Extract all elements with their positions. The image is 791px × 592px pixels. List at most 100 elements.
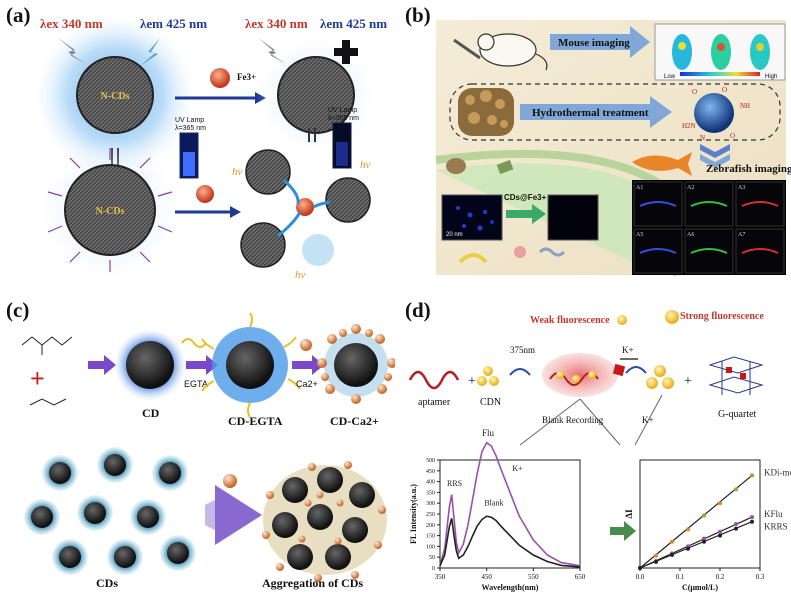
- vial-fluorescence-dim: [336, 142, 348, 166]
- data-point: [750, 473, 754, 478]
- egta-arrow: [186, 355, 218, 375]
- data-point: [702, 536, 706, 541]
- egta-chain: [181, 338, 207, 348]
- cell-image-after: [547, 194, 599, 241]
- y-tick-label: 400: [426, 480, 435, 486]
- linear-plot-frame: [639, 459, 761, 569]
- syringe-icon: [453, 38, 481, 60]
- n-cd-particle: [64, 164, 156, 256]
- data-point: [686, 527, 690, 532]
- data-point: [654, 559, 658, 564]
- g-quartet-ions: [726, 367, 746, 379]
- plus-sign: +: [684, 374, 692, 389]
- cell-fluorescence-dots: [456, 206, 494, 231]
- n-cd-particle: [76, 56, 154, 134]
- hv-label: hν: [295, 269, 306, 281]
- x-tick-label: 0.1: [676, 573, 685, 581]
- data-point: [718, 501, 722, 506]
- cd-n-dots: [477, 366, 499, 386]
- y-tick-label: 0: [432, 566, 435, 572]
- zebrafish-icon: [632, 152, 692, 176]
- cd-particle: [334, 343, 378, 387]
- vial-fluorescence: [183, 152, 195, 176]
- data-point: [638, 566, 642, 570]
- mouse-heat-silhouettes: [672, 34, 770, 70]
- heat-scale-low: Low: [664, 74, 676, 80]
- y-axis-label: FL Intensity(a.u.): [409, 484, 418, 544]
- arrow-icon: [509, 368, 531, 376]
- uv-lamp-wl: λ=365 nm: [175, 125, 206, 132]
- svg-text:N: N: [700, 134, 705, 142]
- cd-label: CD: [142, 406, 160, 420]
- y-tick-label: 150: [426, 534, 435, 540]
- complex-blob: [542, 353, 618, 397]
- quenched-aggregate: [240, 149, 371, 268]
- ca-label: Ca2+: [296, 379, 318, 389]
- scale-bar-label: 20 nm: [446, 232, 463, 238]
- ca-arrow: [292, 355, 324, 375]
- panel-a: N-CDs λex 340 nm λem 425 nm Fe3+ λex 340…: [35, 15, 387, 281]
- data-point: [718, 533, 722, 538]
- raw-material-chunks: [465, 90, 508, 128]
- fit-line: [639, 521, 753, 569]
- aggregate-ca-ions: [262, 461, 386, 582]
- data-point: [686, 546, 690, 551]
- data-point: [670, 539, 674, 544]
- svg-text:NH: NH: [740, 102, 750, 110]
- excitation-label-left: λex 340 nm: [40, 16, 103, 31]
- panel-b-label: (b): [405, 3, 431, 27]
- zebrafish-tiles: [633, 181, 785, 274]
- k-ion-cube: [612, 363, 626, 377]
- emission-label-right: λem 425 nm: [320, 16, 387, 31]
- data-point: [750, 519, 754, 524]
- cell-image-before: [441, 194, 503, 241]
- fit-line: [639, 474, 753, 569]
- aptamer-label: aptamer: [418, 397, 451, 408]
- y-tick-label: 200: [426, 523, 435, 529]
- strong-fluorescence-dot: [665, 310, 679, 324]
- reaction-arrow: [88, 355, 116, 375]
- y-tick-label: 50: [429, 555, 435, 561]
- cd-particle: [226, 341, 274, 389]
- arrow-head: [230, 206, 241, 218]
- data-point: [734, 522, 738, 527]
- zebrafish-imaging-label: Zebrafish imaging: [706, 163, 791, 175]
- panel-c-label: (c): [6, 298, 30, 322]
- heat-scale-bar: [680, 72, 760, 76]
- x-axis-label: C(μmol/L): [682, 583, 718, 592]
- complex-dots: [556, 371, 596, 383]
- organelle: [514, 246, 526, 258]
- cds-label: CDs: [96, 576, 118, 590]
- cds-fe-label: CDs@Fe3+: [504, 193, 547, 202]
- flu-peak-label: Flu: [482, 428, 495, 438]
- cd-particle: [126, 341, 174, 389]
- panel-d-label: (d): [405, 298, 431, 322]
- uv-lamp-label: UV Lamp: [175, 117, 204, 124]
- excitation-label-right: λex 340 nm: [245, 16, 308, 31]
- ca-ion: [223, 474, 237, 488]
- mouse-imaging-arrow: [550, 26, 650, 58]
- data-point: [734, 487, 738, 492]
- x-tick-label: 0.0: [636, 573, 645, 581]
- chevron-down-icon: [700, 144, 730, 158]
- organelle: [538, 247, 566, 257]
- plus-sign: +: [468, 374, 476, 389]
- x-tick-label: 450: [481, 573, 492, 581]
- egta-label: EGTA: [184, 379, 208, 389]
- cdn-label: CDN: [480, 397, 501, 408]
- released-cd-dots: [646, 365, 674, 389]
- svg-text:H2N: H2N: [682, 122, 696, 130]
- x-tick-label: 650: [575, 573, 586, 581]
- ethylenediamine-structure: [29, 398, 67, 406]
- tile-label: A5: [636, 232, 643, 238]
- plot-transition-arrow: [610, 521, 636, 541]
- x-tick-label: 0.3: [756, 573, 765, 581]
- fe-ion-label: Fe3+: [237, 72, 256, 82]
- branch-line: [579, 398, 621, 446]
- arrow-icon: [625, 366, 647, 374]
- aggregation-label: Aggregation of CDs: [262, 576, 363, 590]
- fe-ion: [196, 185, 214, 203]
- panel-c: + CD EGTA CD-EGTA Ca2+ CD-Ca2+: [21, 312, 395, 590]
- y-tick-label: 100: [426, 544, 435, 550]
